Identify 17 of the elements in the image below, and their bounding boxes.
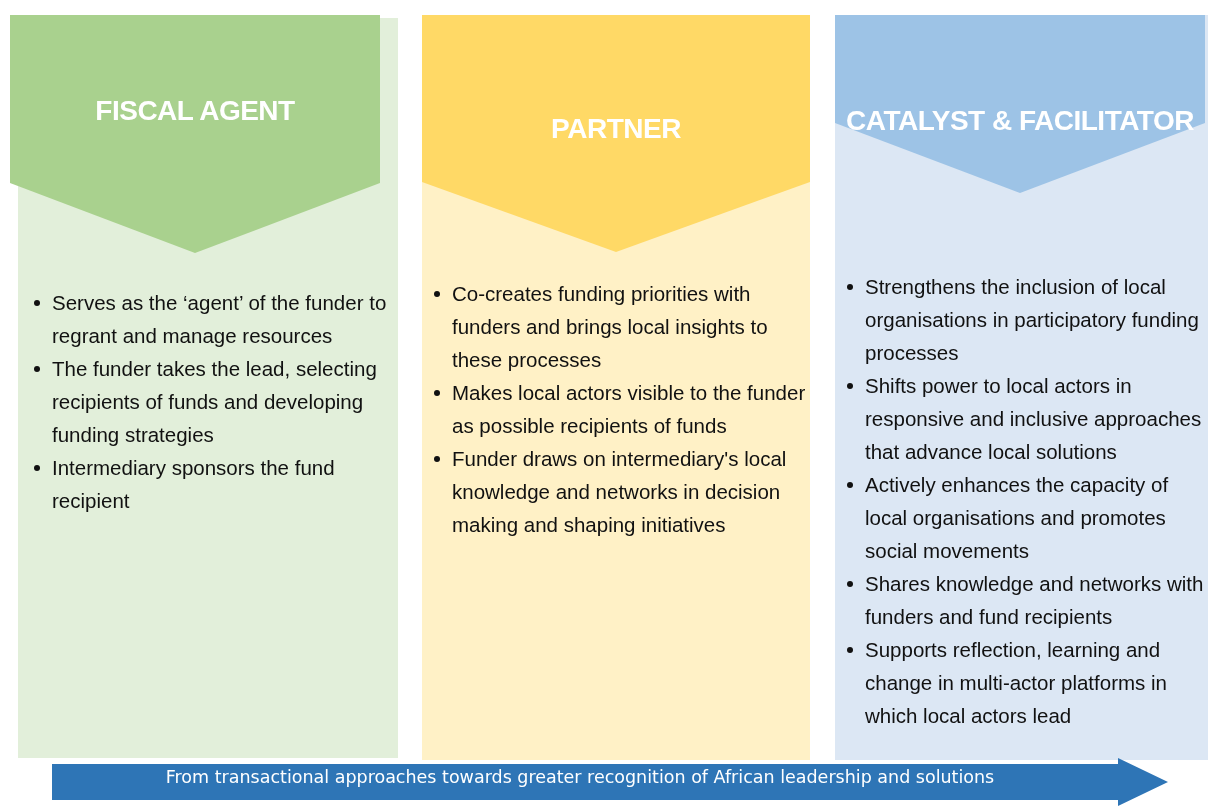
column-panel (422, 15, 810, 760)
column-heading: FISCAL AGENT (94, 95, 296, 127)
bullet-item: Shifts power to local actors in responsive and inclusive approaches that advance local solutions (865, 369, 1208, 468)
arrow-caption: From transactional approaches towards greater recognition of African leadership and solutions (164, 767, 996, 787)
bullet-item: Shares knowledge and networks with funders and fund recipients (865, 567, 1208, 633)
bullet-item: Makes local actors visible to the funder as possible recipients of funds (452, 376, 812, 442)
bullet-item: Serves as the ‘agent’ of the funder to regrant and manage resources (52, 286, 400, 352)
bullet-item: Strengthens the inclusion of local organisations in participatory funding processes (865, 270, 1208, 369)
column-heading: PARTNER (550, 113, 682, 145)
bullet-item: Intermediary sponsors the fund recipient (52, 451, 400, 517)
column-panel (835, 15, 1208, 760)
bullet-item: Actively enhances the capacity of local organisations and promotes social movements (865, 468, 1208, 567)
column-heading: CATALYST & FACILITATOR (845, 105, 1195, 137)
bullet-item: The funder takes the lead, selecting recipients of funds and developing funding strategies (52, 352, 400, 451)
bullet-item: Supports reflection, learning and change in multi-actor platforms in which local actors lead (865, 633, 1208, 732)
bullet-item: Funder draws on intermediary's local knowledge and networks in decision making and shaping initiatives (452, 442, 812, 541)
bullet-item: Co-creates funding priorities with funders and brings local insights to these processes (452, 277, 812, 376)
